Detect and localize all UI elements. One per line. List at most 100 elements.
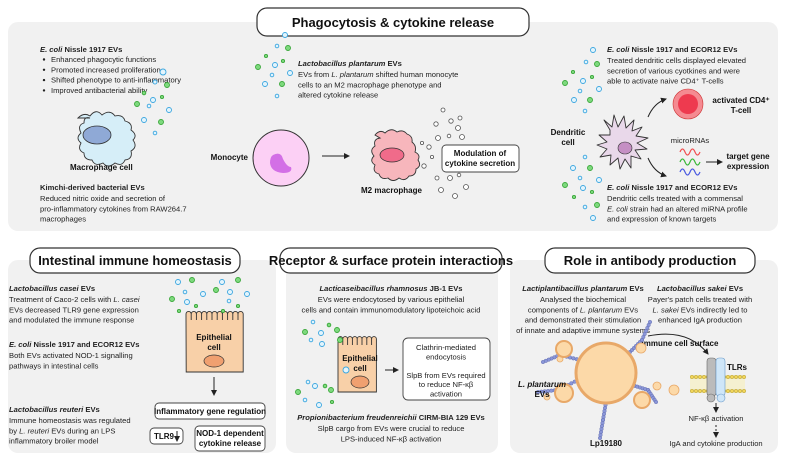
plantarum-ev bbox=[574, 341, 638, 405]
small-ev-icon bbox=[633, 391, 651, 409]
italic-text-segment: E. coli bbox=[40, 45, 63, 54]
green-ev-icon bbox=[213, 287, 219, 293]
text-segment: Nissle 1917 and ECOR12 EVs bbox=[629, 183, 737, 192]
blue-ev-icon bbox=[312, 383, 318, 389]
green-ev-icon bbox=[587, 97, 593, 103]
tlr9-text: TLR9 bbox=[154, 432, 175, 441]
text-segment: Analysed the biochemical bbox=[540, 295, 626, 304]
green-ev-icon bbox=[193, 303, 199, 309]
freudenreichii-text: SlpB cargo from EVs were crucial to redu… bbox=[318, 424, 465, 443]
text-line: cells and contain immunomodulatory lipot… bbox=[302, 305, 481, 314]
bullet-item: Promoted increased proliferation bbox=[51, 65, 161, 74]
title-text: Role in antibody production bbox=[564, 253, 737, 268]
antibody-plantarum-heading: Lactiplantibacillus plantarum EVs bbox=[522, 284, 644, 293]
blue-ev-icon bbox=[226, 298, 232, 304]
lipid-head-icon bbox=[734, 375, 739, 380]
blue-ev-icon bbox=[596, 86, 602, 92]
blue-ev-icon bbox=[310, 319, 316, 325]
green-ev-icon bbox=[164, 82, 170, 88]
text-segment: EVs bbox=[534, 390, 550, 399]
lipid-head-icon bbox=[694, 389, 699, 394]
cytokine-icon bbox=[446, 133, 452, 139]
blue-ev-icon bbox=[159, 68, 167, 76]
inflammatory-text: Inflammatory gene regulation bbox=[154, 407, 266, 416]
green-ev-icon bbox=[295, 389, 301, 395]
green-ev-icon bbox=[134, 101, 140, 107]
green-ev-icon bbox=[285, 45, 291, 51]
text-segment: EVs indirectly led to bbox=[679, 305, 748, 314]
text-segment: shifted human monocyte bbox=[374, 70, 459, 79]
small-evs bbox=[543, 340, 680, 409]
text-segment: CIRM-BIA 129 EVs bbox=[417, 413, 485, 422]
blue-ev-icon bbox=[244, 291, 250, 297]
italic-text-segment: L. sakei bbox=[653, 305, 679, 314]
text-segment: EVs during an LPS bbox=[49, 426, 115, 435]
text-line: EVs from L. plantarum shifted human mono… bbox=[298, 70, 458, 79]
text-segment: JB-1 EVs bbox=[428, 284, 463, 293]
text-line: Treated dendritic cells displayed elevat… bbox=[607, 56, 746, 65]
green-ev-icon bbox=[328, 387, 334, 393]
cytokine-icon bbox=[457, 115, 463, 121]
plantarum-text: EVs from L. plantarum shifted human mono… bbox=[298, 70, 458, 100]
text-line: cell bbox=[207, 343, 220, 352]
title-text: Phagocytosis & cytokine release bbox=[292, 15, 494, 30]
text-line: Modulation of bbox=[454, 149, 507, 158]
text-segment: and expression of known targets bbox=[607, 215, 717, 224]
inflammatory-box: Inflammatory gene regulation bbox=[154, 402, 266, 420]
text-line: and demonstrated their stimulation bbox=[525, 316, 642, 325]
lipid-head-icon bbox=[734, 389, 739, 394]
text-line: able to activate naive CD4⁺ T-cells bbox=[607, 77, 724, 86]
dendritic-cell bbox=[596, 114, 649, 170]
dendritic-top-heading: E. coli Nissle 1917 and ECOR12 EVs bbox=[607, 45, 737, 54]
text-segment: EVs decreased TLR9 gene expression bbox=[9, 305, 139, 314]
cytokine-icon bbox=[433, 121, 439, 127]
blue-ev-icon bbox=[302, 397, 308, 403]
text-line: expression bbox=[727, 162, 769, 171]
text-line: and modulated the immune response bbox=[9, 316, 134, 325]
bullet-icon bbox=[42, 68, 46, 72]
text-line: activated CD4⁺ bbox=[712, 96, 769, 105]
cytokine-icon bbox=[440, 107, 446, 113]
green-ev-icon bbox=[562, 80, 568, 86]
text-segment: of innate and adaptive immune systems bbox=[516, 326, 650, 335]
text-segment: by bbox=[9, 426, 19, 435]
text-line: to reduce NF-κβ bbox=[419, 380, 474, 389]
green-ev-icon bbox=[280, 58, 286, 64]
text-line: pro-inflammatory cytokines from RAW264.7 bbox=[40, 204, 187, 213]
green-ev-icon bbox=[159, 94, 165, 100]
panel-phagocytosis bbox=[8, 22, 778, 231]
cytokine-icon bbox=[452, 193, 458, 199]
receptor-epithelial-cell bbox=[337, 336, 377, 393]
text-line: cell bbox=[561, 138, 574, 147]
cytokine-icon bbox=[448, 118, 454, 124]
italic-text-segment: Lactobacillus reuteri bbox=[9, 405, 84, 414]
blue-ev-icon bbox=[596, 177, 602, 183]
cytokine-icon bbox=[435, 135, 441, 141]
blue-ev-icon bbox=[152, 130, 158, 136]
bullet-item: Shifted phenotype to anti-inflammatory bbox=[51, 76, 181, 85]
blue-ev-icon bbox=[583, 59, 589, 65]
lipoprotein-bead bbox=[549, 388, 554, 393]
tlr9-box: TLR9 bbox=[149, 427, 184, 445]
sakei-heading: Lactobacillus sakei EVs bbox=[657, 284, 743, 293]
text-segment: EVs bbox=[727, 284, 743, 293]
lipid-head-icon bbox=[738, 375, 743, 380]
text-line: cell bbox=[353, 364, 366, 373]
lipoprotein-bead bbox=[654, 400, 659, 405]
text-segment: Payer's patch cells treated with bbox=[648, 295, 752, 304]
casei-heading: Lactobacillus casei EVs bbox=[9, 284, 95, 293]
text-line: E. coli strain had an altered miRNA prof… bbox=[607, 204, 748, 213]
text-line: T-cell bbox=[731, 106, 751, 115]
lipoprotein-bead bbox=[541, 360, 546, 365]
blue-ev-icon bbox=[274, 93, 280, 99]
text-segment: enhanced IgA production bbox=[658, 316, 742, 325]
green-ev-icon bbox=[235, 277, 241, 283]
blue-ev-icon bbox=[146, 103, 152, 109]
cytokine-icon bbox=[429, 154, 434, 159]
